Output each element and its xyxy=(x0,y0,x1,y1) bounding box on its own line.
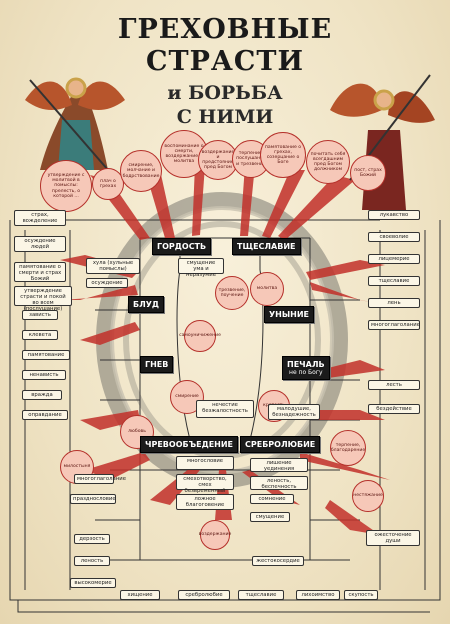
left-box: страх, вожделение xyxy=(14,210,66,226)
passion-sorrow-label: ПЕЧАЛЬ xyxy=(287,360,325,369)
bottom-box: лихоимство xyxy=(296,590,340,600)
left-box: клевета xyxy=(22,330,58,340)
left-box: памятование xyxy=(22,350,70,360)
right-box: бездействие xyxy=(368,404,420,414)
right-box: многоглаголание xyxy=(368,320,420,330)
bottom-box: сребролюбие xyxy=(178,590,230,600)
title-line-3: и БОРЬБА xyxy=(167,82,283,104)
bottom-box: скупость xyxy=(344,590,378,600)
left-box: вражда xyxy=(22,390,62,400)
virtue-circle: воздержание xyxy=(199,520,231,550)
virtue-circle: самоуничижение xyxy=(179,320,221,352)
virtue-circle: любовь xyxy=(120,415,154,449)
bottom-box: тщеславие xyxy=(238,590,284,600)
angel-right-icon xyxy=(330,74,435,210)
inner-box: смехотворство, смех безвременный xyxy=(176,474,234,494)
bottom-box: ожесточение души xyxy=(366,530,420,546)
passion-despondency: УНЫНИЕ xyxy=(264,306,315,323)
virtue-circle: смирение, молчание и бодрствование xyxy=(120,150,162,192)
virtue-circle: плач о грехах xyxy=(92,168,124,200)
inner-box: осуждение xyxy=(86,278,128,288)
right-box: лукавство xyxy=(368,210,420,220)
angel-left-icon xyxy=(25,77,125,179)
right-box: лицемерие xyxy=(368,254,420,264)
bottom-box: хищение xyxy=(120,590,160,600)
passion-vainglory: ТЩЕСЛАВИЕ xyxy=(232,238,301,255)
bottom-box: празднословие xyxy=(70,494,116,504)
left-box: осуждение людей xyxy=(14,236,66,252)
passion-anger: ГНЕВ xyxy=(140,356,174,373)
virtue-circle: смирение xyxy=(170,380,204,414)
inner-box: хула (хульные помыслы) xyxy=(86,258,140,274)
bottom-box: леность xyxy=(74,556,110,566)
left-box: ненависть xyxy=(22,370,66,380)
inner-box: смущение ума и неразумие xyxy=(178,258,224,278)
inner-box: леность, беспечность xyxy=(250,476,308,490)
virtue-circle: утверждение с молитвой в помыслы: прелес… xyxy=(40,160,92,212)
bottom-box: жестокосердие xyxy=(252,556,304,566)
passion-avarice: СРЕБРОЛЮБИЕ xyxy=(240,436,321,453)
virtue-circle: воздержание и предстояние пред Богом xyxy=(198,140,238,180)
right-box: лесть xyxy=(368,380,420,390)
inner-box: малодушие, безнадежность xyxy=(268,404,320,420)
right-box: тщеславие xyxy=(368,276,420,286)
right-box: своеволие xyxy=(368,232,420,242)
inner-box: нечестие безжалостность xyxy=(196,400,254,418)
inner-box: лишение уединения xyxy=(250,458,308,472)
virtue-circle: пост, страх Божий xyxy=(350,155,386,191)
inner-box: ложное благоговение xyxy=(176,494,234,510)
passion-gluttony: ЧРЕВООБЪЕДЕНИЕ xyxy=(140,436,239,453)
virtue-circle: молитва xyxy=(250,272,284,306)
virtue-circle: памятование о грехах, созерцание о Боге xyxy=(260,132,306,178)
inner-box: многословие xyxy=(176,456,234,470)
bottom-box: многоглаголание xyxy=(74,474,126,484)
bottom-box: высокомерие xyxy=(70,578,116,588)
virtue-circle: терпение, благодарение xyxy=(330,430,366,466)
title-line-1: ГРЕХОВНЫЕ xyxy=(117,14,333,45)
left-box: утверждение страсти и покой во всем (пос… xyxy=(14,286,72,312)
passion-fornication: БЛУД xyxy=(128,296,165,313)
inner-box: смущение xyxy=(250,512,290,522)
virtue-circle: трезвение, поучение xyxy=(215,276,249,310)
virtue-circle: нестяжание xyxy=(352,480,384,512)
passion-sorrow-sub: не по Богу xyxy=(289,369,323,376)
left-box: зависть xyxy=(22,310,58,320)
title-line-2: СТРАСТИ xyxy=(146,46,304,77)
passion-sorrow: ПЕЧАЛЬ не по Богу xyxy=(282,356,330,380)
left-box: памятование о смерти и страх Божий xyxy=(14,262,66,282)
right-box: лень xyxy=(368,298,420,308)
title-line-4: С НИМИ xyxy=(176,106,274,128)
inner-box: сомнение xyxy=(250,494,294,504)
virtue-circle: почитать себя всегдашним пред Богом долж… xyxy=(306,140,350,184)
passion-pride: ГОРДОСТЬ xyxy=(152,238,212,255)
bottom-box: дерзость xyxy=(74,534,110,544)
left-box: оправдание xyxy=(22,410,68,420)
